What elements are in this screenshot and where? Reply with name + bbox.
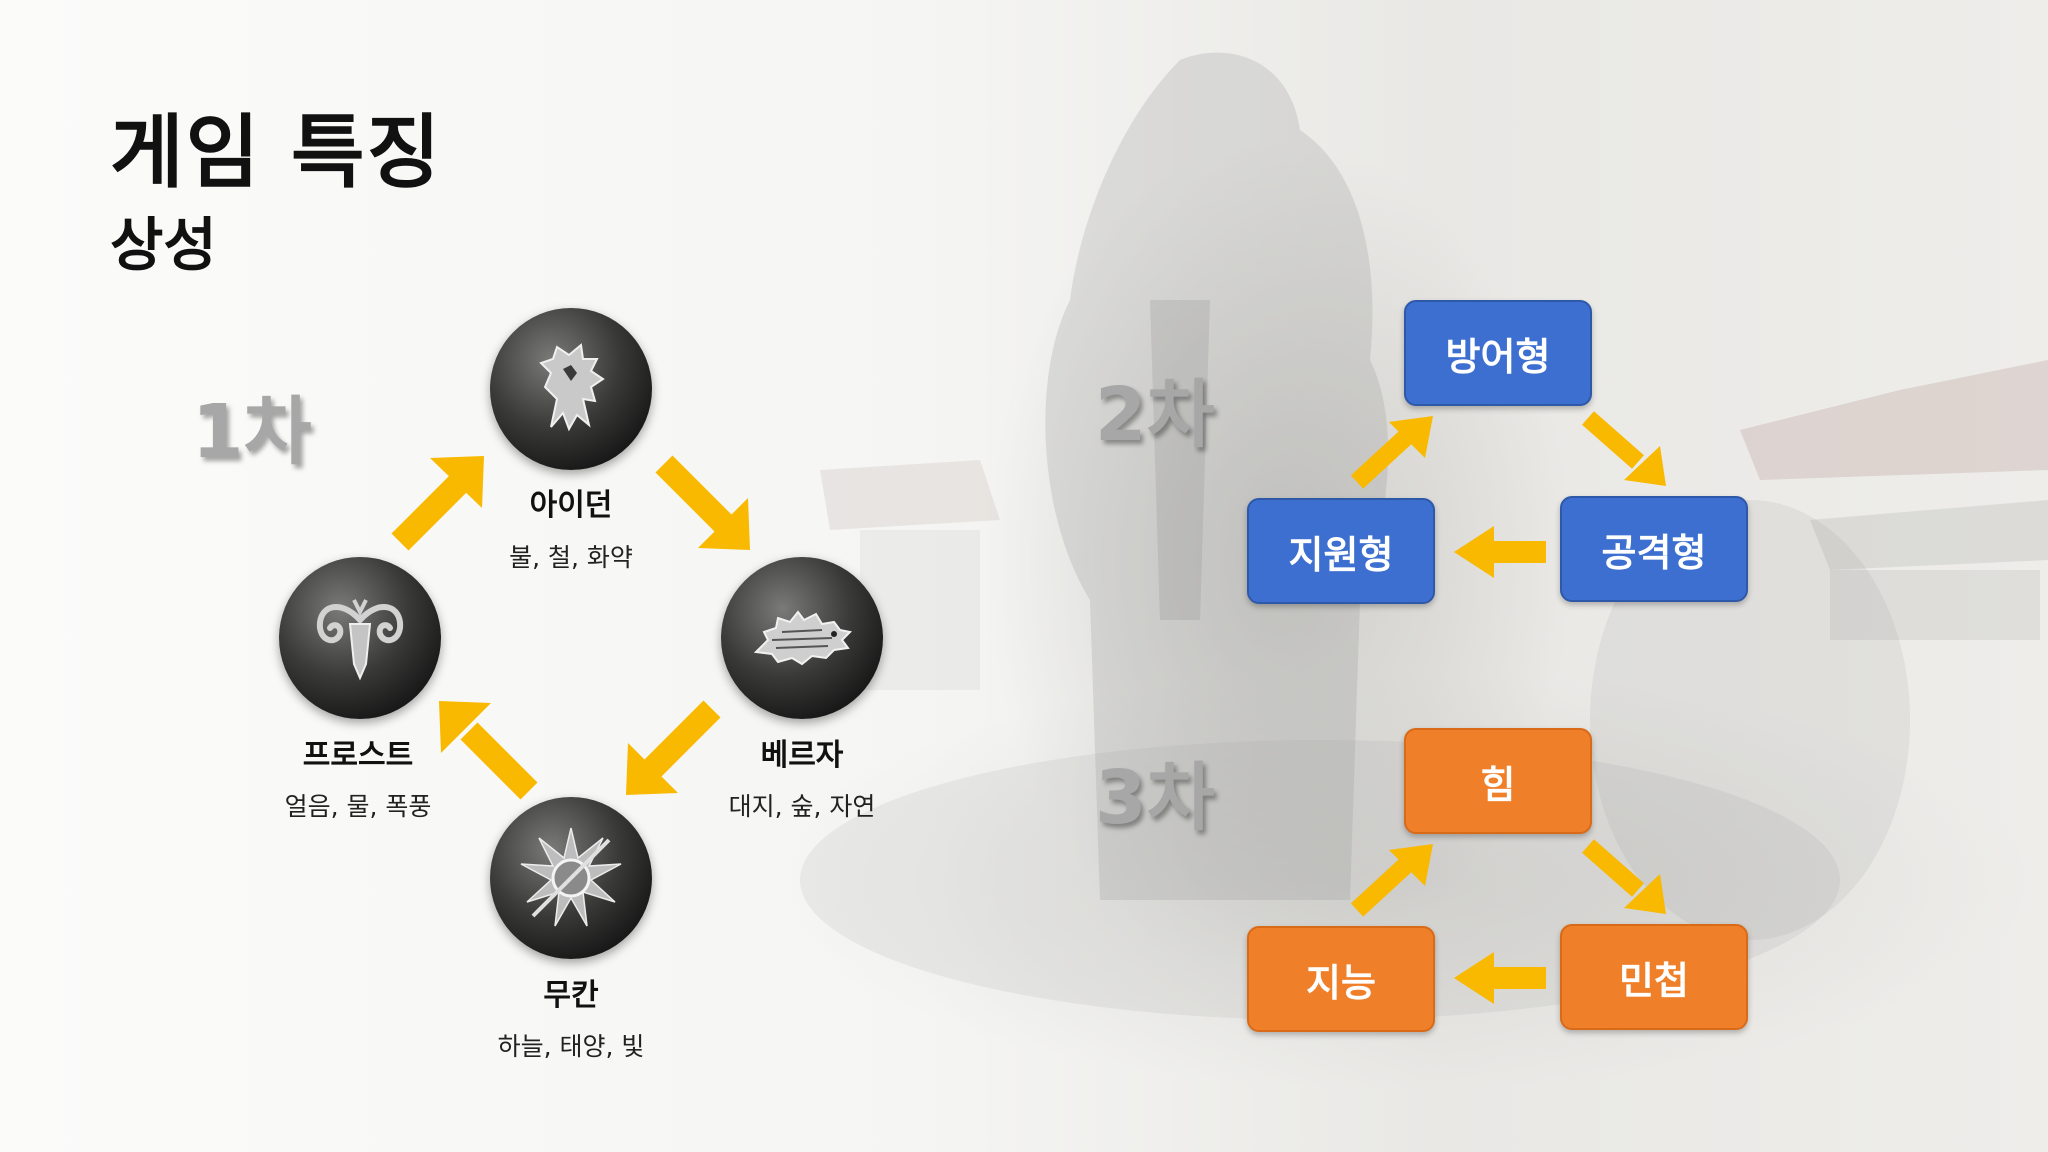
intelligence-box: 지능	[1247, 926, 1435, 1032]
attack-type-box: 공격형	[1560, 496, 1748, 602]
house-elements: 하늘, 태양, 빛	[497, 1032, 645, 1061]
ram-icon	[279, 557, 441, 719]
arrow-down-right-icon	[1582, 839, 1666, 914]
lion-icon	[490, 308, 652, 470]
tier1-label: 1차	[192, 389, 312, 475]
support-type-box: 지원형	[1247, 498, 1435, 604]
arrow-up-left-icon	[439, 701, 538, 800]
arrow-down-left-icon	[626, 700, 721, 795]
arrow-left-icon	[1454, 526, 1546, 578]
defense-type-box: 방어형	[1404, 300, 1592, 406]
arrow-up-right-icon	[1350, 416, 1433, 489]
tier3-label: 3차	[1095, 755, 1215, 841]
arrow-left-icon	[1454, 952, 1546, 1004]
page-title: 게임 특징	[110, 106, 443, 199]
arrow-up-right-icon	[1350, 844, 1433, 917]
arrow-down-right-icon	[1582, 411, 1666, 486]
house-name: 베르자	[760, 738, 844, 773]
sun-spear-icon	[490, 797, 652, 959]
house-name: 아이던	[529, 488, 613, 523]
page-subtitle: 상성	[110, 211, 217, 279]
agility-box: 민첩	[1560, 924, 1748, 1030]
house-elements: 불, 철, 화약	[509, 543, 633, 572]
house-name: 프로스트	[302, 738, 414, 773]
house-name: 무칸	[543, 978, 599, 1013]
arrow-up-right-icon	[391, 456, 484, 551]
arrow-down-right-icon	[655, 455, 750, 550]
house-elements: 얼음, 물, 폭풍	[284, 792, 432, 821]
house-elements: 대지, 숲, 자연	[728, 792, 876, 821]
strength-box: 힘	[1404, 728, 1592, 834]
tier2-label: 2차	[1095, 372, 1215, 458]
wolf-icon	[721, 557, 883, 719]
